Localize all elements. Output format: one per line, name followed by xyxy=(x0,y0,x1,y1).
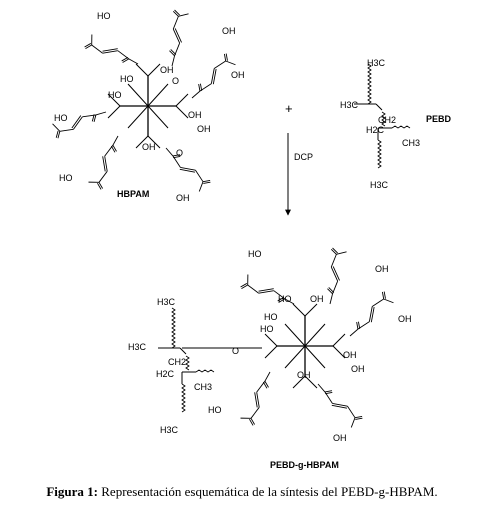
product-oh-3: OH xyxy=(398,314,412,324)
product-ho-5: HO xyxy=(208,405,222,415)
pebd-h3c-left: H3C xyxy=(340,100,359,110)
product-oh-2: OH xyxy=(310,294,324,304)
product-label: PEBD-g-HBPAM xyxy=(270,460,339,470)
hbpam-oh-1: OH xyxy=(222,26,236,36)
caption-text: Representación esquemática de la síntesi… xyxy=(101,484,438,499)
hbpam-ho-4: HO xyxy=(54,113,68,123)
product-arm-bottom-left xyxy=(227,371,290,430)
caption-label: Figura 1: xyxy=(46,484,98,499)
hbpam-arm-bottom-left xyxy=(75,135,138,194)
hbpam-ho-3: HO xyxy=(108,90,122,100)
product-h3c-top: H3C xyxy=(157,297,176,307)
pebd-h3c-top: H3C xyxy=(367,58,386,68)
product-h2c: H2C xyxy=(156,369,175,379)
arrow-label-dcp: DCP xyxy=(294,152,313,162)
product-h3c-bottom: H3C xyxy=(160,425,179,435)
product-ho-1: HO xyxy=(248,249,262,259)
product-ho-2: HO xyxy=(278,294,292,304)
hbpam-ho-2: HO xyxy=(120,74,134,84)
hbpam-oh-7: OH xyxy=(176,193,190,203)
product-molecule: HO OH HO OH OH HO HO O OH OH OH HO OH H3… xyxy=(128,242,412,470)
hbpam-oh-4: OH xyxy=(188,110,202,120)
plus-sign: + xyxy=(285,101,293,116)
pebd-ch3: CH3 xyxy=(402,138,420,148)
product-oh-4: OH xyxy=(343,350,357,360)
hbpam-o-2: O xyxy=(176,148,183,158)
product-ho-4: HO xyxy=(260,324,274,334)
hbpam-arm-left xyxy=(48,98,107,149)
product-ch3: CH3 xyxy=(194,382,212,392)
hbpam-molecule: HO OH OH HO OH O HO HO OH OH OH O HO OH … xyxy=(48,4,245,203)
product-o-1: O xyxy=(232,346,239,356)
product-oh-6: OH xyxy=(297,370,311,380)
hbpam-o-1: O xyxy=(172,76,179,86)
hbpam-oh-5: OH xyxy=(197,124,211,134)
pebd-h2c: H2C xyxy=(366,125,385,135)
pebd-ch2: CH2 xyxy=(378,115,396,125)
figure-caption: Figura 1: Representación esquemática de … xyxy=(0,484,484,500)
product-oh-1: OH xyxy=(375,264,389,274)
product-h3c-left: H3C xyxy=(128,342,147,352)
hbpam-arm-bottom xyxy=(165,140,213,197)
hbpam-oh-3: OH xyxy=(160,65,174,75)
hbpam-oh-6: OH xyxy=(142,142,156,152)
product-oh-5: OH xyxy=(351,364,365,374)
hbpam-ho-1: HO xyxy=(97,11,111,21)
product-arm-bottom xyxy=(317,376,365,433)
hbpam-oh-2: OH xyxy=(231,70,245,80)
product-ho-3: HO xyxy=(264,312,278,322)
hbpam-arm-top-right xyxy=(144,4,207,67)
hbpam-ho-5: HO xyxy=(59,173,73,183)
pebd-h3c-bottom: H3C xyxy=(370,180,389,190)
pebd-molecule: H3C H3C CH2 H2C CH3 H3C PEBD xyxy=(340,58,452,190)
pebd-label: PEBD xyxy=(426,114,452,124)
product-ch2: CH2 xyxy=(168,357,186,367)
product-arm-right xyxy=(342,289,399,337)
product-oh-7: OH xyxy=(333,433,347,443)
hbpam-label: HBPAM xyxy=(117,189,149,199)
